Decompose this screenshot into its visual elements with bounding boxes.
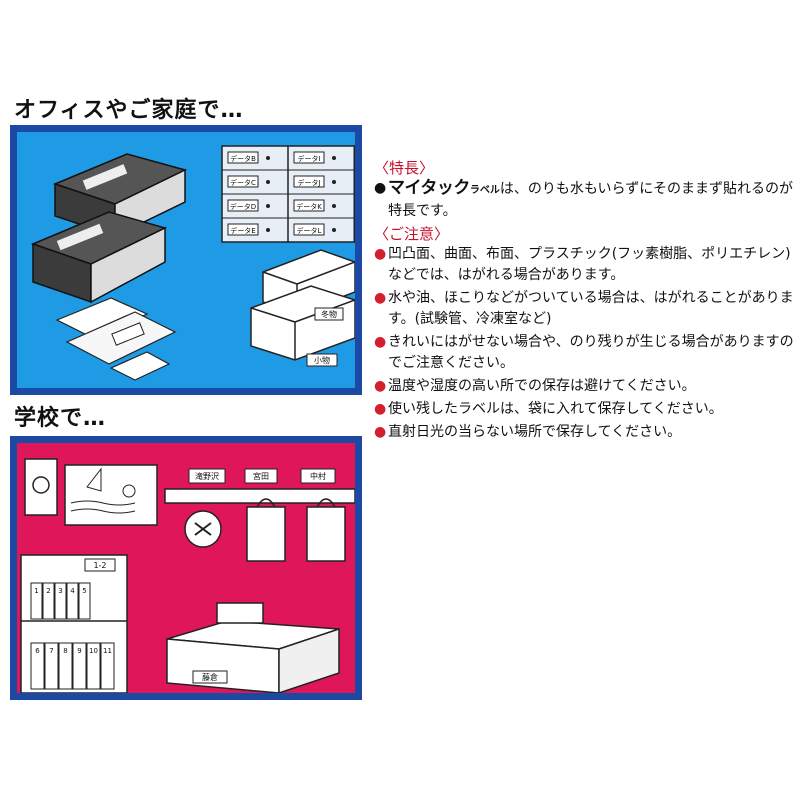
drawer-label: データB bbox=[230, 154, 256, 163]
book-number: 11 bbox=[103, 647, 112, 655]
hook-name-2: 宮田 bbox=[253, 471, 269, 481]
book-number: 4 bbox=[70, 587, 75, 595]
bullet-icon: ● bbox=[374, 401, 387, 417]
desk-name: 藤倉 bbox=[202, 672, 218, 682]
drawer-label: データE bbox=[230, 226, 255, 235]
office-illustration: データB データC データD データE データI データJ データK データL bbox=[10, 125, 362, 395]
caution-item: ●きれいにはがせない場合や、のり残りが生じる場合がありますのでご注意ください。 bbox=[374, 332, 794, 374]
wall-pictures bbox=[24, 458, 158, 526]
caution-item: ●使い残したラベルは、袋に入れて保存してください。 bbox=[374, 399, 794, 420]
caution-text: 使い残したラベルは、袋に入れて保存してください。 bbox=[388, 401, 723, 417]
caution-text: 水や油、ほこりなどがついている場合は、はがれることがあります。(試験管、冷凍室な… bbox=[388, 290, 794, 327]
book-number: 5 bbox=[82, 587, 86, 595]
caution-item: ●温度や湿度の高い所での保存は避けてください。 bbox=[374, 376, 794, 397]
drawer-cabinet: データB データC データD データE データI データJ データK データL bbox=[221, 145, 355, 243]
features-title: 〈特長〉 bbox=[374, 159, 435, 177]
drawer-label: データD bbox=[230, 202, 256, 211]
drawer-label: データC bbox=[230, 178, 256, 187]
box-label-winter: 冬物 bbox=[321, 309, 337, 319]
feature-item: ● マイタックラベルは、のりも水もいらずにそのままず貼れるのが特長です。 bbox=[374, 178, 794, 222]
school-heading: 学校で… bbox=[14, 406, 107, 431]
caution-item: ●水や油、ほこりなどがついている場合は、はがれることがあります。(試験管、冷凍室… bbox=[374, 288, 794, 330]
hook-name-3: 中村 bbox=[310, 471, 326, 481]
book-number: 10 bbox=[89, 647, 98, 655]
bullet-icon: ● bbox=[374, 334, 387, 350]
drawer-label: データK bbox=[296, 202, 322, 211]
binder-stack bbox=[30, 153, 188, 304]
drawer-label: データJ bbox=[297, 178, 320, 187]
storage-boxes: 冬物 小物 bbox=[250, 249, 355, 367]
book-number: 3 bbox=[58, 587, 62, 595]
box-label-small: 小物 bbox=[314, 355, 330, 365]
book-number: 6 bbox=[35, 647, 40, 655]
bullet-icon: ● bbox=[374, 180, 387, 196]
brand-sub: ラベル bbox=[469, 185, 500, 196]
book-number: 7 bbox=[49, 647, 53, 655]
bullet-icon: ● bbox=[374, 424, 387, 440]
bullet-icon: ● bbox=[374, 290, 387, 306]
office-scene: データB データC データD データE データI データJ データK データL bbox=[17, 132, 355, 388]
caution-text: 凹凸面、曲面、布面、プラスチック(フッ素樹脂、ポリエチレン)などでは、はがれる場… bbox=[388, 246, 791, 283]
hook-name-1: 滝野沢 bbox=[195, 471, 219, 481]
book-number: 1 bbox=[34, 587, 38, 595]
caution-list: ●凹凸面、曲面、布面、プラスチック(フッ素樹脂、ポリエチレン)などでは、はがれる… bbox=[374, 244, 794, 443]
office-heading: オフィスやご家庭で… bbox=[14, 98, 244, 123]
hook-rail: 滝野沢 宮田 中村 bbox=[164, 468, 355, 562]
cautions-title: 〈ご注意〉 bbox=[374, 225, 450, 243]
bullet-icon: ● bbox=[374, 246, 387, 262]
shelf-label: 1-2 bbox=[93, 561, 106, 570]
caution-text: 温度や湿度の高い所での保存は避けてください。 bbox=[388, 378, 696, 394]
caution-item: ●直射日光の当らない場所で保存してください。 bbox=[374, 422, 794, 443]
feature-text: は、のりも水もいらずにそのままず貼れるのが特長です。 bbox=[388, 181, 793, 219]
envelopes bbox=[55, 297, 177, 381]
drawer-label: データI bbox=[297, 154, 320, 163]
caution-text: 直射日光の当らない場所で保存してください。 bbox=[388, 424, 682, 440]
desk: 藤倉 bbox=[166, 602, 340, 693]
brand-name: マイタック bbox=[388, 178, 470, 198]
info-text: 〈特長〉 ● マイタックラベルは、のりも水もいらずにそのままず貼れるのが特長です… bbox=[374, 158, 794, 445]
caution-item: ●凹凸面、曲面、布面、プラスチック(フッ素樹脂、ポリエチレン)などでは、はがれる… bbox=[374, 244, 794, 286]
drawer-label: データL bbox=[297, 226, 322, 235]
book-number: 8 bbox=[63, 647, 67, 655]
book-number: 9 bbox=[77, 647, 81, 655]
book-number: 2 bbox=[46, 587, 50, 595]
bullet-icon: ● bbox=[374, 378, 387, 394]
caution-text: きれいにはがせない場合や、のり残りが生じる場合がありますのでご注意ください。 bbox=[388, 334, 794, 371]
